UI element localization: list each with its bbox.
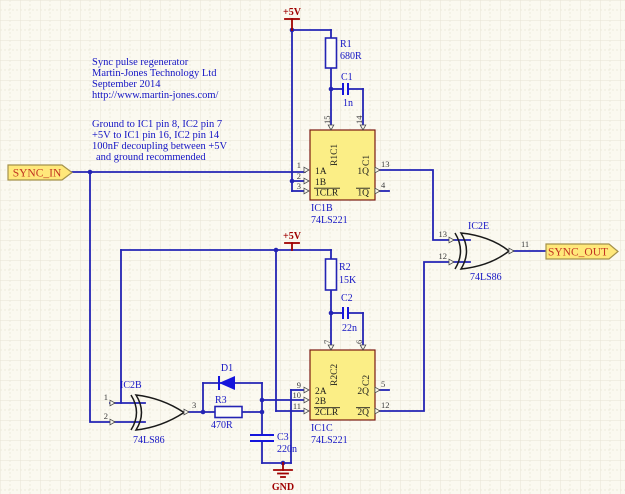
power-5v-mid[interactable]: +5V <box>283 231 302 251</box>
resistor-r3[interactable]: R3 470R <box>211 395 243 431</box>
ic1b-monostable[interactable]: 1A 1B 1CLR 1Q 1Q R1C1 C1 1 2 3 13 4 15 1… <box>297 115 390 226</box>
ic1b-designator: IC1B <box>311 203 333 214</box>
diode-triangle <box>219 376 235 390</box>
capacitor-c2[interactable]: C2 22n <box>341 293 357 334</box>
r2-ref: R2 <box>339 262 351 273</box>
ic1b-pin-name-qbar: 1Q <box>357 189 369 199</box>
ic1b-pin-num-15: 15 <box>322 116 332 125</box>
ic2e-designator: IC2E <box>468 221 489 232</box>
ic1b-pin-num-4: 4 <box>381 180 386 190</box>
ic1c-pin-name-q: 2Q <box>357 387 369 397</box>
notes-title-block: Sync pulse regenerator Martin-Jones Tech… <box>92 57 219 101</box>
c2-value: 22n <box>342 323 357 334</box>
r3-ref: R3 <box>215 395 227 406</box>
ic1b-pin-name-a: 1A <box>315 167 327 177</box>
r1-value: 680R <box>340 51 362 62</box>
note-title-line: http://www.martin-jones.com/ <box>92 90 219 101</box>
notes-info-block: Ground to IC1 pin 8, IC2 pin 7 +5V to IC… <box>92 119 228 163</box>
ic2b-pin-num-1: 1 <box>104 392 108 402</box>
c3-value: 220n <box>277 444 297 455</box>
c1-value: 1n <box>343 98 353 109</box>
ic2e-pin-num-11: 11 <box>521 239 529 249</box>
note-info-line: +5V to IC1 pin 16, IC2 pin 14 <box>92 130 220 141</box>
wire-r1c1-net[interactable] <box>330 67 364 129</box>
vcc-top-label: +5V <box>283 7 302 18</box>
ic1c-designator: IC1C <box>311 423 333 434</box>
note-title-line: September 2014 <box>92 79 161 90</box>
wire-gnd-net[interactable] <box>261 389 305 464</box>
ic1c-pin-num-10: 10 <box>293 390 302 400</box>
ic1b-pin-num-1: 1 <box>297 160 301 170</box>
ic1c-pin-name-a: 2A <box>315 387 327 397</box>
c3-ref: C3 <box>277 432 289 443</box>
ic2e-pin-num-13: 13 <box>439 229 448 239</box>
vcc-mid-label: +5V <box>283 231 302 242</box>
note-info-line: and ground recommended <box>96 152 206 163</box>
ic1c-pin-num-9: 9 <box>297 380 301 390</box>
ic2b-pin-num-3: 3 <box>192 400 196 410</box>
sync-in-label: SYNC_IN <box>13 168 62 180</box>
power-gnd[interactable]: GND <box>272 462 294 493</box>
c1-ref: C1 <box>341 72 353 83</box>
ic1c-part: 74LS221 <box>311 435 348 446</box>
ic1c-pin-name-rext: R2C2 <box>330 364 340 386</box>
ic1c-pin-num-11: 11 <box>293 401 301 411</box>
ic1b-part: 74LS221 <box>311 215 348 226</box>
port-sync-in[interactable]: SYNC_IN <box>7 164 73 181</box>
d1-ref: D1 <box>221 363 233 374</box>
ic1c-monostable[interactable]: 2A 2B 2CLR 2Q 2Q R2C2 C2 9 10 11 5 12 7 … <box>293 340 390 446</box>
ic1c-pin-name-clr: 2CLR <box>315 408 339 418</box>
xor-gate-ic2b[interactable]: IC2B 74LS86 1 2 3 <box>104 380 197 446</box>
ic1b-pin-num-14: 14 <box>354 115 364 124</box>
r3-value: 470R <box>211 420 233 431</box>
note-title-line: Sync pulse regenerator <box>92 57 189 68</box>
r2-value: 15K <box>339 275 357 286</box>
note-info-line: 100nF decoupling between +5V <box>92 141 228 152</box>
ic1b-pin-name-q: 1Q <box>357 167 369 177</box>
pin-arrows <box>109 124 515 426</box>
ic2e-pin-num-12: 12 <box>439 251 448 261</box>
wire-2q-bar-net[interactable] <box>379 261 471 412</box>
ic1b-pin-num-13: 13 <box>381 159 390 169</box>
xor-gate-ic2e[interactable]: IC2E 74LS86 13 12 11 <box>439 221 530 283</box>
resistor-r1[interactable]: R1 680R <box>324 37 363 69</box>
resistor-r2[interactable]: R2 15K <box>324 258 358 291</box>
capacitor-c3[interactable]: C3 220n <box>250 432 297 455</box>
note-info-line: Ground to IC1 pin 8, IC2 pin 7 <box>92 119 222 130</box>
port-sync-out[interactable]: SYNC_OUT <box>545 243 619 260</box>
power-5v-top[interactable]: +5V <box>283 7 302 31</box>
ic1c-pin-name-cext: C2 <box>362 375 372 386</box>
wire-1q-net[interactable] <box>379 169 471 241</box>
ic1b-pin-name-cext: C1 <box>362 155 372 166</box>
ic2e-part: 74LS86 <box>470 272 502 283</box>
ic1c-pin-name-qbar: 2Q <box>357 408 369 418</box>
ic1c-pin-name-b: 2B <box>315 397 326 407</box>
ic1c-pin-num-7: 7 <box>322 340 332 344</box>
ic1c-pin-num-12: 12 <box>381 400 390 410</box>
ic2b-designator: IC2B <box>120 380 142 391</box>
wire-unconnected-stubs[interactable] <box>379 190 390 391</box>
ic1b-pin-num-3: 3 <box>297 181 301 191</box>
ic1c-pin-num-6: 6 <box>354 340 364 344</box>
ic1b-pin-name-clr: 1CLR <box>315 189 339 199</box>
sync-out-label: SYNC_OUT <box>548 247 608 259</box>
ic1b-pin-name-b: 1B <box>315 178 326 188</box>
diode-d1[interactable]: D1 <box>218 363 235 390</box>
ic2b-part: 74LS86 <box>133 435 165 446</box>
gnd-label: GND <box>272 482 294 493</box>
ic1c-pin-num-5: 5 <box>381 379 385 389</box>
note-title-line: Martin-Jones Technology Ltd <box>92 68 217 79</box>
capacitor-c1[interactable]: C1 1n <box>341 72 353 109</box>
ic2b-pin-num-2: 2 <box>104 411 108 421</box>
ic1b-pin-num-2: 2 <box>297 171 301 181</box>
c2-ref: C2 <box>341 293 353 304</box>
r1-ref: R1 <box>340 39 352 50</box>
ic1b-pin-name-rext: R1C1 <box>330 144 340 166</box>
